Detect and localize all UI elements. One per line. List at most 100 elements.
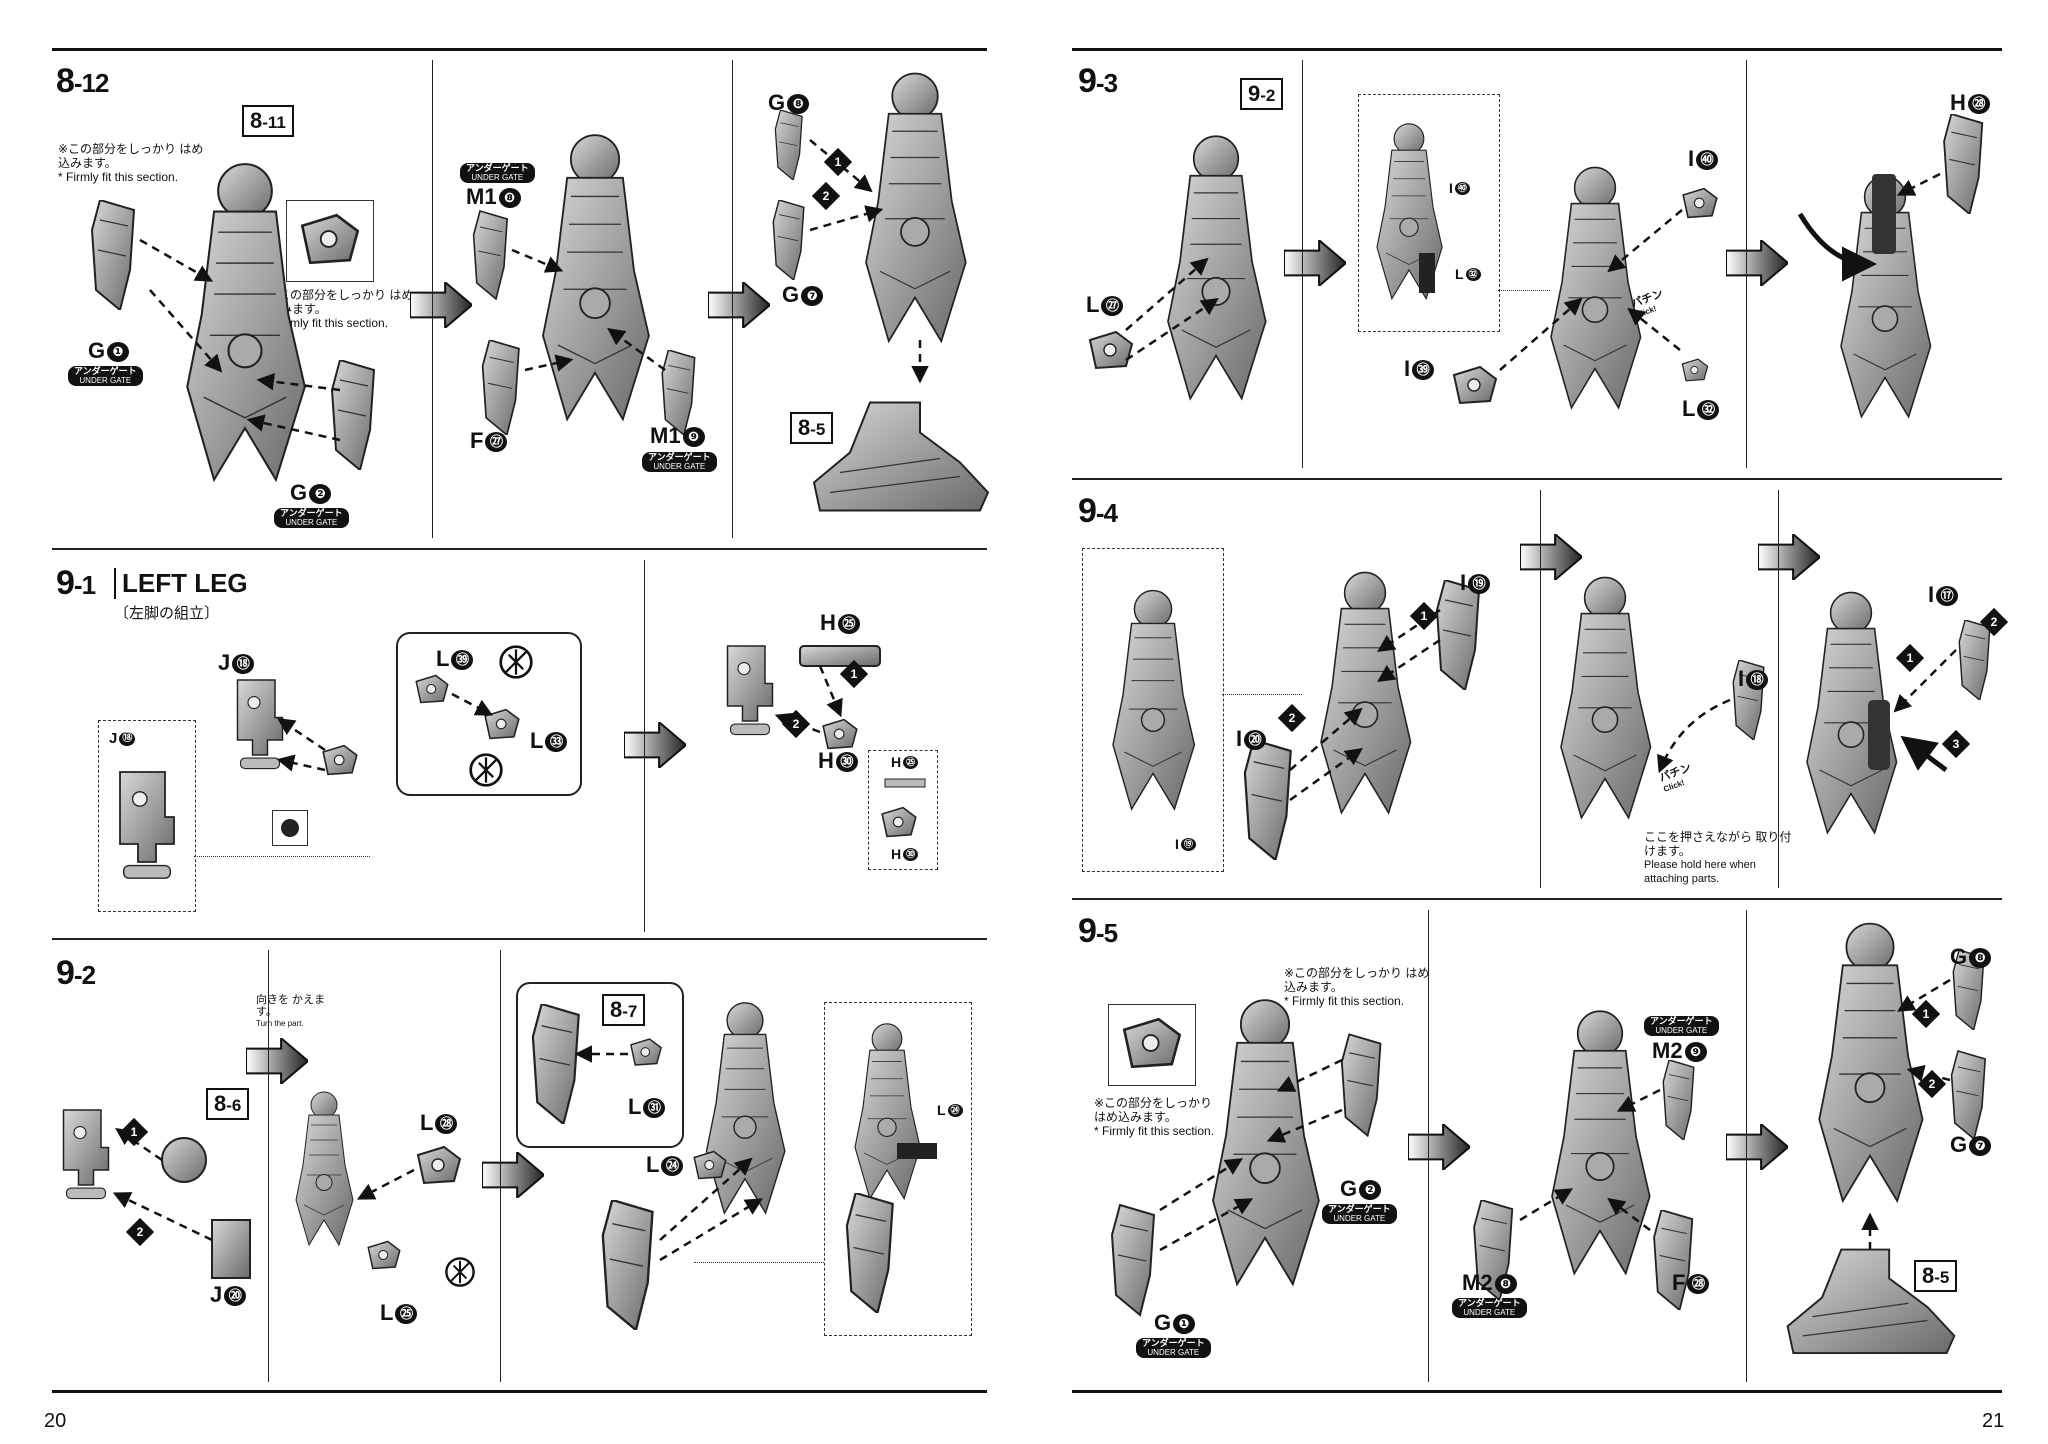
assembly-illustration-2 [1560, 576, 1765, 819]
reference-step-box-8-7: 8-7 [602, 994, 646, 1027]
section-title: LEFT LEG [114, 568, 248, 599]
order-mark-2: 2 [1277, 703, 1307, 733]
next-step-arrow-icon [1726, 240, 1788, 286]
order-mark-3: 3 [1941, 729, 1971, 759]
order-mark-2: 2 [781, 709, 811, 739]
next-step-arrow-icon [1284, 240, 1346, 286]
order-mark-2: 2 [811, 181, 841, 211]
assembly-illustration-3 [601, 1001, 786, 1330]
column-divider [644, 560, 645, 932]
cut-gate-icon [469, 753, 503, 787]
assembly-illustration [1110, 999, 1382, 1317]
cut-gate-icon [445, 1257, 475, 1287]
boot-illustration [812, 340, 990, 512]
bottom-rule [52, 1390, 987, 1393]
column-divider [1746, 60, 1747, 468]
callout-illustration [415, 674, 520, 740]
assembly-illustration-3 [1797, 114, 1984, 418]
section-rule [1072, 478, 2002, 480]
fit-note-2: ※この部分をしっかり はめ込みます。 * Firmly fit this sec… [1094, 1096, 1215, 1138]
column-divider [1428, 910, 1429, 1382]
assembly-illustration-2 [295, 1091, 462, 1270]
detail-inset [1108, 1004, 1196, 1086]
hold-note: ここを押さえながら 取り付けます。 Please hold here when … [1644, 830, 1792, 885]
column-divider [1778, 490, 1779, 888]
reference-step-box-8-5: 8-5 [1914, 1260, 1958, 1293]
order-mark-1: 1 [1895, 643, 1925, 673]
next-step-arrow-icon [246, 1038, 308, 1084]
frame-detail [118, 770, 176, 880]
page-number: 20 [44, 1410, 67, 1432]
assembly-illustration-2 [726, 645, 881, 750]
next-step-arrow-icon [1726, 1124, 1788, 1170]
next-step-arrow-icon [624, 722, 686, 768]
column-divider [1540, 490, 1541, 888]
assembly-illustration [62, 1109, 251, 1279]
detail-illustration [1376, 123, 1443, 300]
assembly-illustration [1243, 571, 1481, 860]
detail-inset-small [272, 810, 308, 846]
top-rule [1072, 48, 2002, 51]
detail-inset [286, 200, 374, 282]
leader-line [1222, 694, 1302, 695]
leader-line [694, 1262, 824, 1263]
assembly-illustration-3 [1806, 591, 1991, 834]
hinge-detail [881, 778, 926, 838]
step-number: 9-3 [1078, 62, 1118, 100]
assembly-illustration [236, 679, 358, 776]
order-mark-1: 1 [1911, 999, 1941, 1029]
section-rule [52, 938, 987, 940]
next-step-arrow-icon [1408, 1124, 1470, 1170]
section-rule [52, 548, 987, 550]
assembly-illustration-2 [1452, 166, 1718, 409]
next-step-arrow-icon [482, 1152, 544, 1198]
column-divider [268, 950, 269, 1382]
order-mark-1: 1 [119, 1117, 149, 1147]
reference-step-box: 8-11 [242, 105, 294, 138]
assembly-illustration [91, 163, 375, 481]
fit-note: ※この部分をしっかり はめ込みます。 * Firmly fit this sec… [58, 142, 204, 184]
leader-line [194, 856, 370, 857]
step-number: 9-1 [56, 564, 96, 602]
reference-step-box-8-6: 8-6 [206, 1088, 250, 1121]
pin-detail-icon [281, 819, 299, 837]
reference-step-box-9-2: 9-2 [1240, 78, 1284, 111]
